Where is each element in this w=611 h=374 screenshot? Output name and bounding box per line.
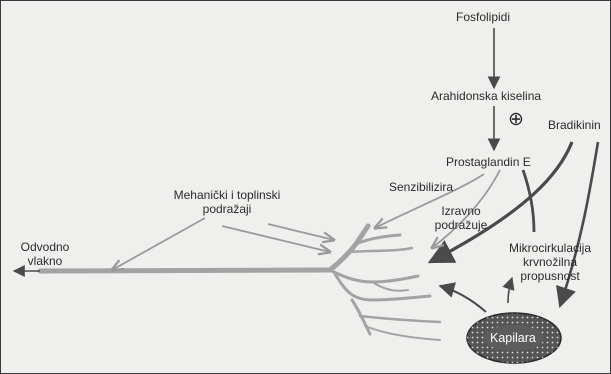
label-mikro-line2: krvnožilna [500, 255, 600, 269]
label-arahidonska-kiselina: Arahidonska kiselina [431, 89, 541, 103]
label-fosfolipidi: Fosfolipidi [456, 10, 510, 24]
label-kapilara: Kapilara [490, 331, 536, 345]
label-prostaglandin-e: Prostaglandin E [446, 155, 531, 169]
label-mikro-line1: Mikrocirkulacija [500, 241, 600, 255]
label-izravno-podrazuje: Izravno podražuje [430, 204, 492, 232]
label-odvodno-vlakno: Odvodno vlakno [14, 240, 76, 268]
label-odvodno-line2: vlakno [14, 254, 76, 268]
label-mikro-line3: propusnost [500, 269, 600, 283]
label-mehanicki-podrazaji: Mehanički i toplinski podražaji [157, 188, 297, 216]
label-izravno-line1: Izravno [430, 204, 492, 218]
label-mehanicki-line2: podražaji [157, 202, 297, 216]
label-mehanicki-line1: Mehanički i toplinski [157, 188, 297, 202]
label-senzibilizira: Senzibilizira [389, 180, 453, 194]
nerve-fiber [40, 226, 440, 340]
label-mikrocirkulacija: Mikrocirkulacija krvnožilna propusnost [500, 241, 600, 283]
plus-icon: ⊕ [508, 110, 524, 130]
label-odvodno-line1: Odvodno [14, 240, 76, 254]
label-izravno-line2: podražuje [430, 218, 492, 232]
label-bradikinin: Bradikinin [548, 118, 601, 132]
